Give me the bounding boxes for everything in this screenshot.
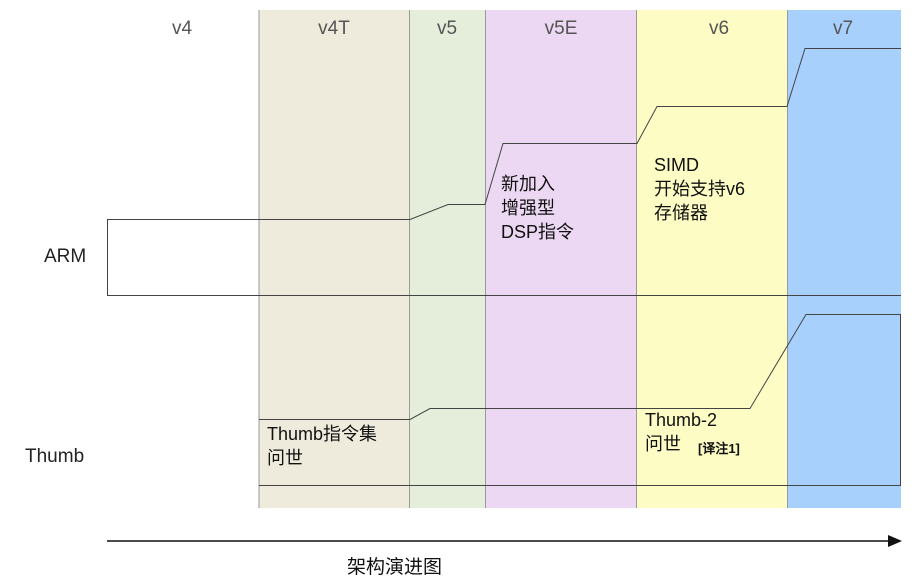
note-v4t-thumb: Thumb指令集 问世 [267, 424, 378, 468]
thumb-band-top-line [259, 314, 901, 420]
timeline-arrow-head [888, 535, 902, 547]
header-v6: v6 [708, 18, 730, 39]
header-v5: v5 [436, 18, 458, 39]
column-v7-background [788, 10, 901, 508]
header-v4t: v4T [318, 18, 350, 39]
header-v4: v4 [171, 18, 193, 39]
header-v5e: v5E [544, 18, 578, 39]
column-v4t-background [259, 10, 409, 508]
note-v6-thumb-footnote: [译注1] [698, 441, 740, 456]
diagram-caption: 架构演进图 [347, 557, 443, 578]
row-label-arm: ARM [44, 246, 87, 267]
row-label-thumb: Thumb [25, 446, 85, 467]
arm-band-top-line [107, 48, 901, 220]
note-v6-arm: SIMD 开始支持v6 存储器 [654, 155, 746, 223]
note-v6-thumb: Thumb-2 问世 [645, 410, 718, 454]
header-v7: v7 [832, 18, 854, 39]
column-v6-background [637, 10, 787, 508]
column-v5e-background [486, 10, 636, 508]
note-v5e-arm: 新加入 增强型 DSP指令 [501, 174, 575, 242]
column-v5-background [410, 10, 485, 508]
